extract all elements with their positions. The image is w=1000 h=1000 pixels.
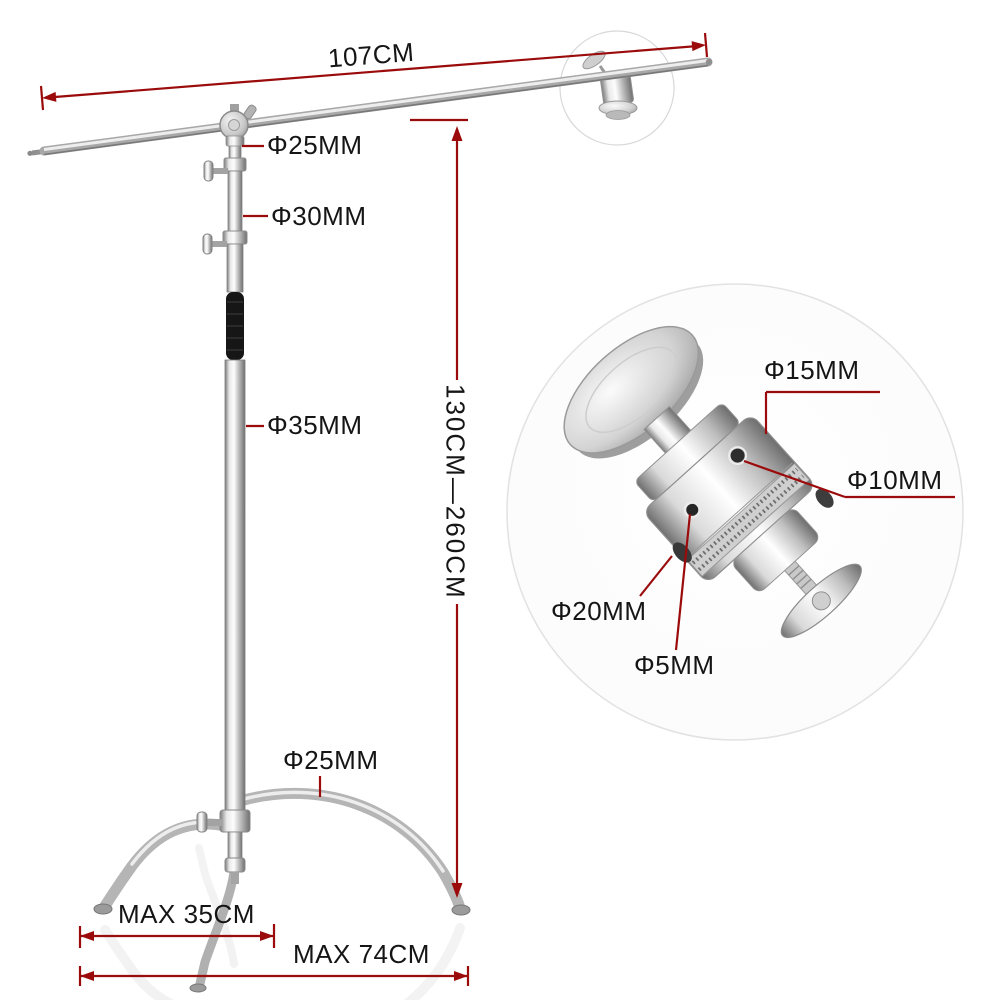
riser-lock-knob-lower (202, 233, 227, 255)
label-height-range: 130CM—260CM (440, 380, 470, 604)
riser-lock-knob-upper (203, 160, 228, 182)
label-handle-disc-diameter: Φ15MM (764, 355, 860, 385)
mini-grip-knob (582, 50, 638, 120)
black-grip-sleeve (226, 292, 244, 360)
label-leg-tube-diameter: Φ25MM (283, 745, 379, 775)
boom-arm (27, 57, 713, 156)
label-upper-riser-diameter: Φ30MM (271, 201, 367, 231)
boom-knob-mini-inset (559, 30, 675, 146)
label-main-column-diameter: Φ35MM (267, 410, 363, 440)
label-top-hole-diameter: Φ10MM (847, 465, 943, 495)
label-boom-length: 107CM (326, 36, 416, 74)
label-side-hole-diameter: Φ20MM (551, 596, 647, 626)
grip-head-detail-inset (506, 283, 964, 741)
label-center-hole-diameter: Φ5MM (634, 650, 715, 680)
inset-leader-lines (639, 390, 955, 651)
label-base-max-spread: MAX 74CM (293, 939, 430, 969)
base-collar (196, 809, 251, 833)
right-foot (451, 904, 471, 916)
label-base-min-spread: MAX 35CM (118, 899, 255, 929)
label-boom-tube-diameter: Φ25MM (267, 130, 363, 160)
boom-grip-head (219, 104, 257, 147)
left-foot (93, 903, 113, 915)
main-column (196, 104, 251, 884)
front-foot (189, 983, 207, 993)
